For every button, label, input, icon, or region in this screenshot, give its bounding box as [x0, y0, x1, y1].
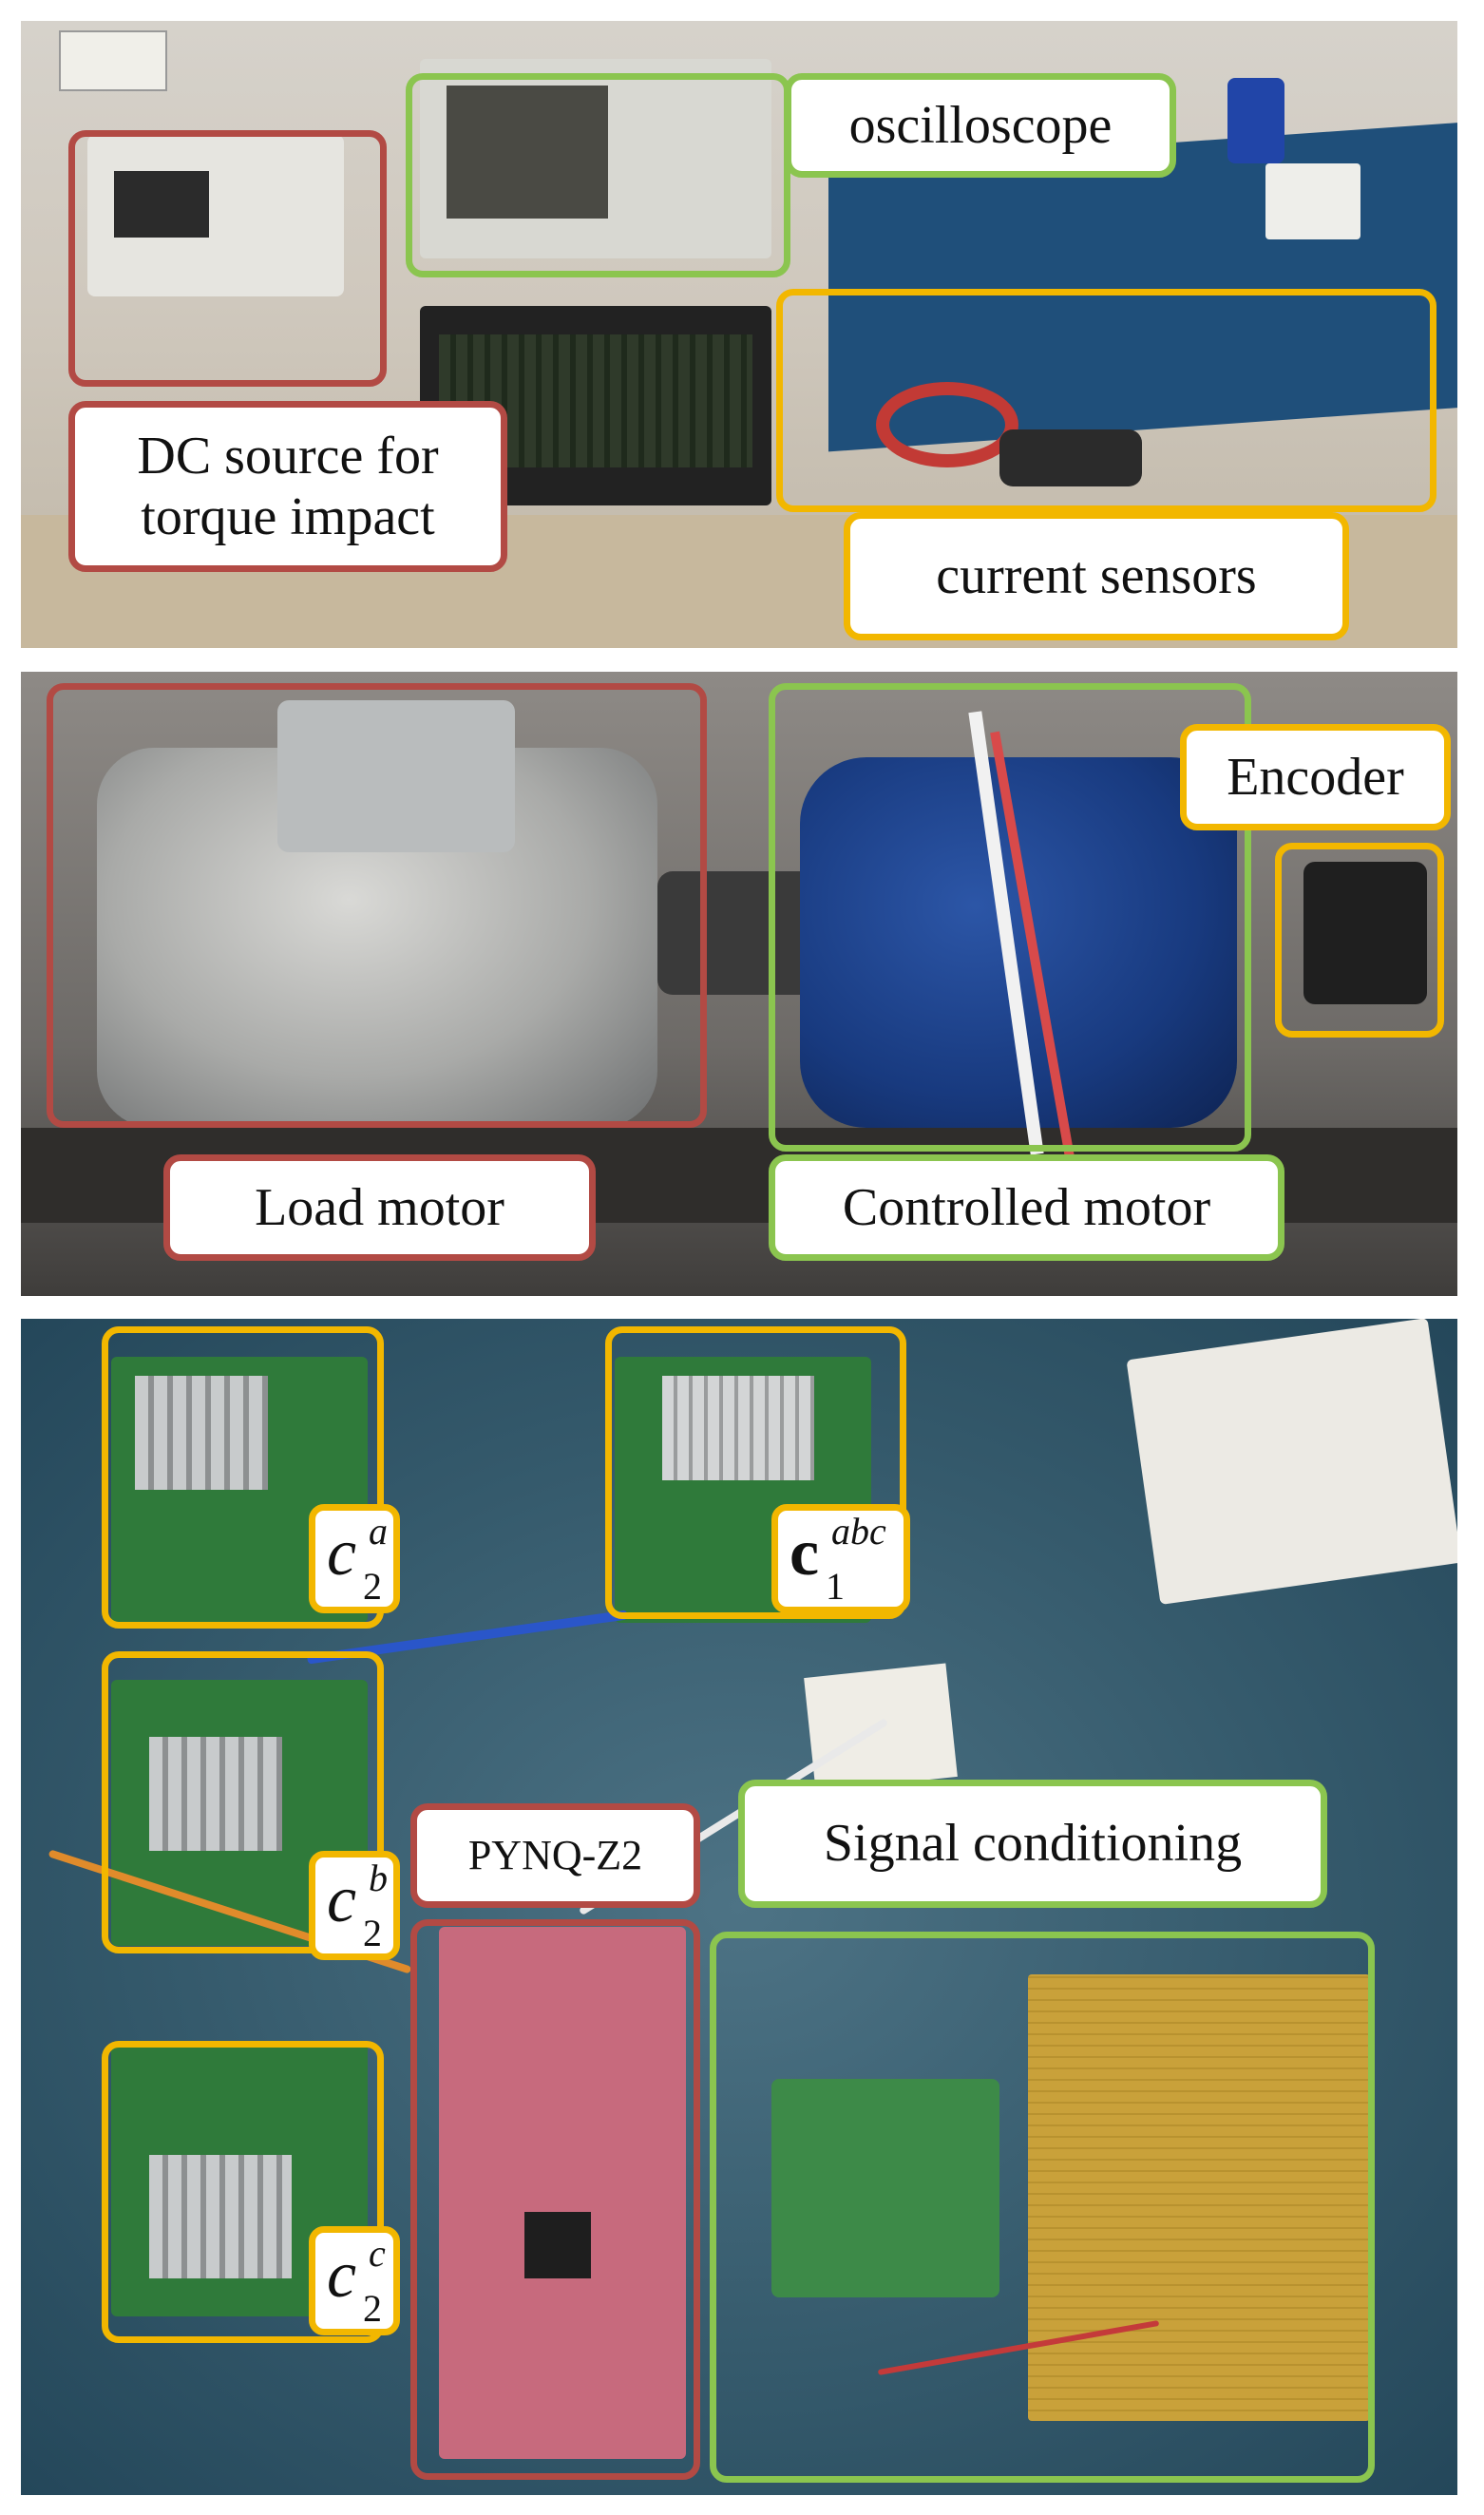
white-psu [1265, 163, 1360, 239]
current-sensors-label: current sensors [844, 512, 1349, 640]
oscilloscope-label: oscilloscope [785, 73, 1176, 178]
protoboard-photo [1028, 1974, 1370, 2421]
encoder-box [1275, 843, 1444, 1038]
controlled-motor-label: Controlled motor [769, 1154, 1284, 1261]
oscilloscope-photo [420, 59, 771, 258]
dc-power-supply-photo [87, 135, 344, 296]
converter-abc-symbol: c abc 1 [771, 1504, 910, 1613]
symbol-superscript: b [369, 1857, 388, 1899]
current-sensors-box [776, 289, 1436, 512]
signal-conditioning-box [710, 1932, 1375, 2483]
symbol-subscript: 1 [826, 1565, 845, 1608]
converter-b-symbol: c b 2 [309, 1851, 400, 1960]
controlled-motor-box [769, 683, 1251, 1152]
blue-capacitor [1227, 78, 1284, 163]
converter-abc-box [605, 1326, 906, 1619]
adc-board-photo [771, 2079, 999, 2297]
symbol-base: c [327, 1516, 357, 1590]
converter-a-symbol: c a 2 [309, 1504, 400, 1613]
load-motor-box [47, 683, 707, 1128]
dc-source-label: DC source for torque impact [68, 401, 507, 572]
pynq-box [410, 1919, 700, 2480]
symbol-subscript: 2 [363, 2287, 382, 2330]
load-motor-terminal-box [277, 700, 515, 852]
symbol-base: c [327, 1863, 357, 1936]
load-motor-label: Load motor [163, 1154, 596, 1261]
symbol-subscript: 2 [363, 1912, 382, 1954]
rs-power-supply-photo [1126, 1319, 1457, 1606]
panel-motor-bench: Load motor Controlled motor Encoder [21, 672, 1457, 1296]
symbol-superscript: c [369, 2232, 386, 2275]
symbol-superscript: a [369, 1510, 388, 1553]
pynq-board-photo [439, 1927, 686, 2459]
converter-a-box [102, 1326, 384, 1629]
converter-b-box [102, 1651, 384, 1953]
converter-c-box [102, 2041, 384, 2343]
symbol-subscript: 2 [363, 1565, 382, 1608]
current-clamp-black [999, 429, 1142, 486]
encoder-photo [1303, 862, 1427, 1004]
symbol-base: c [327, 2239, 357, 2312]
pynq-label: PYNQ-Z2 [410, 1803, 700, 1908]
panel-lab-bench: DC source for torque impact oscilloscope… [21, 21, 1457, 648]
wall-outlet [59, 30, 167, 91]
panel-electronics-board: c a 2 c b 2 c c 2 c abc 1 PYNQ-Z2 Signal… [21, 1319, 1457, 2495]
oscilloscope-box [406, 73, 790, 277]
symbol-base: c [790, 1516, 820, 1590]
converter-c-symbol: c c 2 [309, 2226, 400, 2335]
dc-source-box [68, 130, 387, 387]
signal-conditioning-label: Signal conditioning [738, 1780, 1327, 1908]
symbol-superscript: abc [831, 1510, 886, 1553]
encoder-label: Encoder [1180, 724, 1451, 830]
